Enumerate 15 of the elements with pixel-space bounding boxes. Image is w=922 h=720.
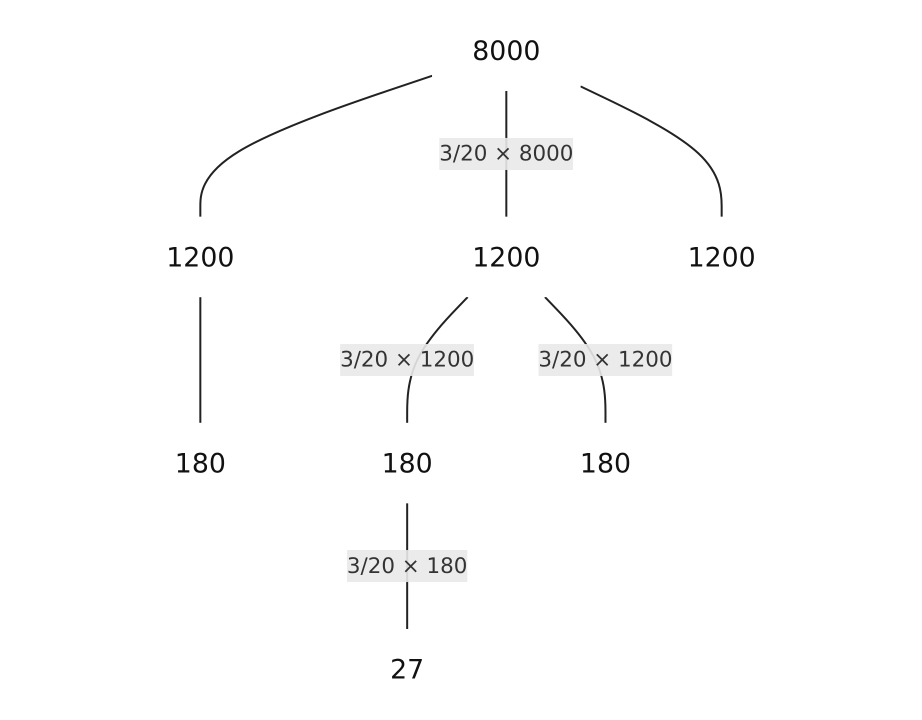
node-text: 180 bbox=[580, 446, 632, 480]
edge-label: 3/20 × 8000 bbox=[439, 140, 574, 166]
node-text: 1200 bbox=[688, 240, 756, 274]
connector bbox=[199, 297, 202, 423]
node-text: 8000 bbox=[472, 34, 540, 67]
connector bbox=[199, 74, 432, 217]
node-text: 27 bbox=[390, 653, 424, 686]
node-text: 180 bbox=[174, 446, 226, 480]
edge-label: 3/20 × 1200 bbox=[340, 346, 474, 372]
connector bbox=[580, 85, 723, 217]
node-text: 1200 bbox=[472, 240, 540, 274]
node-text: 180 bbox=[382, 446, 433, 480]
node-text: 1200 bbox=[166, 240, 234, 274]
edge-label: 3/20 × 180 bbox=[346, 552, 468, 578]
edge-label: 3/20 × 1200 bbox=[538, 346, 673, 372]
